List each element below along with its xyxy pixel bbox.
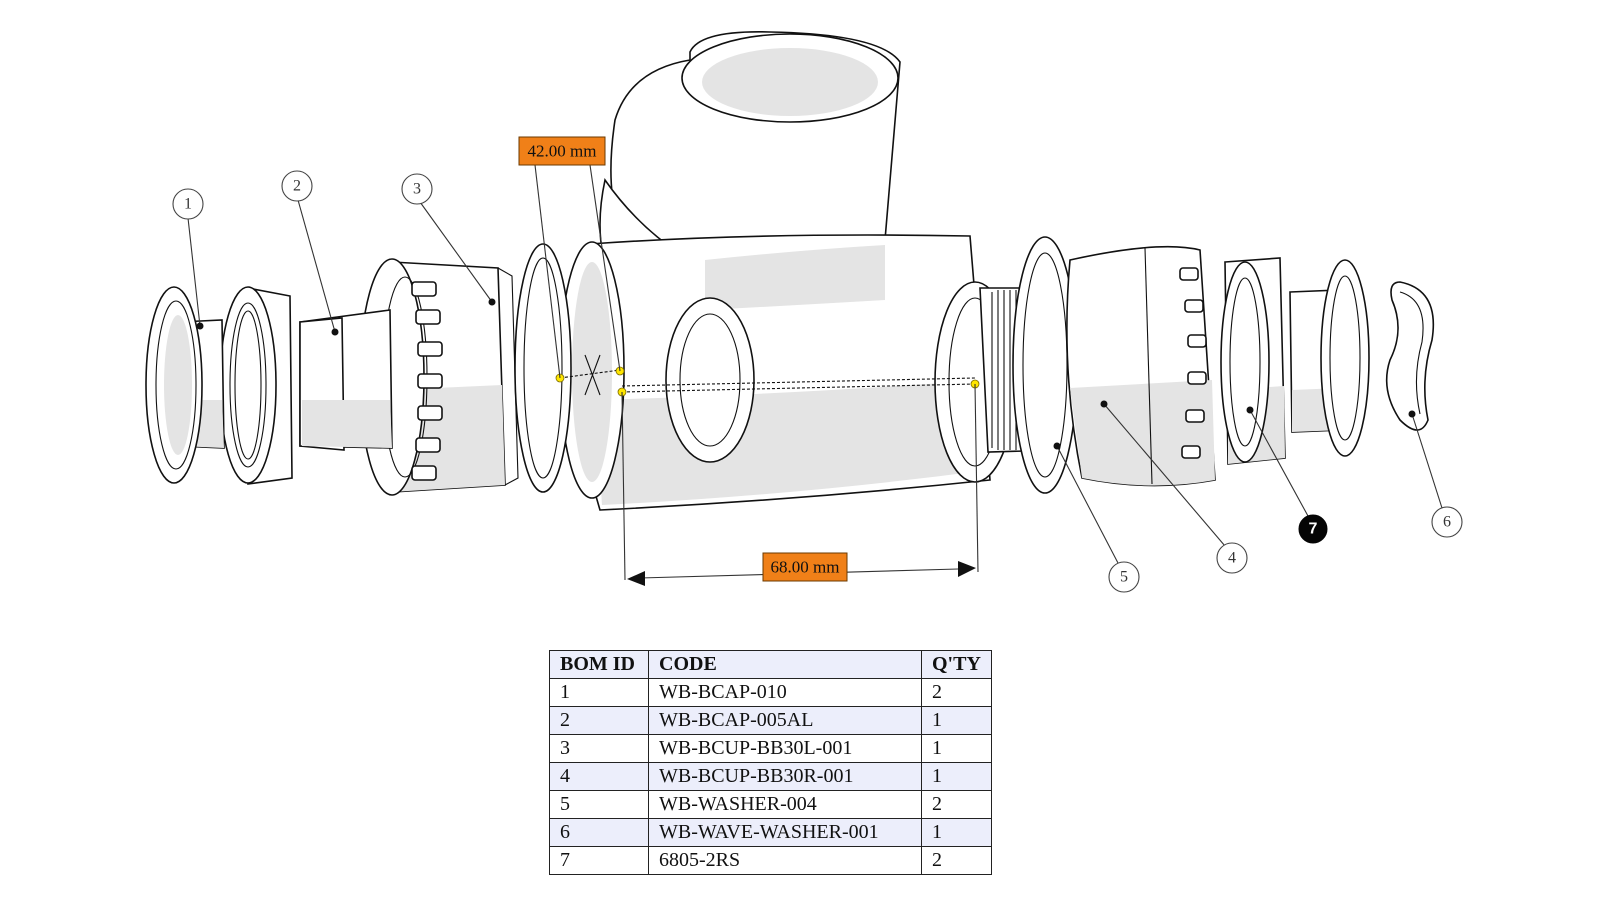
cap-right: [1289, 259, 1370, 457]
bom-cell-qty: 2: [921, 678, 992, 707]
balloon-7[interactable]: 7: [1246, 406, 1328, 544]
bom-cell-qty: 1: [921, 818, 992, 847]
bom-header-row: BOM ID CODE Q'TY: [549, 650, 992, 679]
bom-cell-qty: 1: [921, 762, 992, 791]
bom-cell-id: 5: [549, 790, 649, 819]
bottom-bracket-shell: [559, 31, 1016, 511]
bom-cell-id: 3: [549, 734, 649, 763]
table-row[interactable]: 5 WB-WASHER-004 2: [549, 790, 992, 819]
svg-text:2: 2: [293, 178, 301, 195]
bom-header-code: CODE: [648, 650, 922, 679]
bom-cell-id: 6: [549, 818, 649, 847]
dimension-vertical-offset: 42.00 mm: [518, 136, 621, 379]
bom-table: BOM ID CODE Q'TY 1 WB-BCAP-010 2 2 WB-BC…: [549, 650, 992, 875]
part-7-bearing: [1220, 257, 1286, 465]
svg-text:1: 1: [184, 196, 192, 213]
exploded-assembly-drawing: 42.00 mm 68.00 mm 1 2 3 4 5: [145, 31, 1463, 593]
balloon-1[interactable]: 1: [172, 188, 204, 330]
bom-cell-id: 1: [549, 678, 649, 707]
bom-cell-qty: 1: [921, 734, 992, 763]
bom-cell-code: WB-BCUP-BB30R-001: [648, 762, 922, 791]
bom-cell-id: 2: [549, 706, 649, 735]
svg-text:7: 7: [1309, 521, 1318, 538]
dimension-value: 68.00 mm: [771, 558, 840, 577]
svg-text:6: 6: [1443, 514, 1451, 531]
svg-text:3: 3: [413, 181, 421, 198]
dimension-label-box: [762, 552, 848, 582]
balloon-4[interactable]: 4: [1100, 400, 1248, 574]
svg-text:5: 5: [1120, 569, 1128, 586]
bom-cell-qty: 1: [921, 706, 992, 735]
part-4-right-cup: [1066, 245, 1216, 487]
part-1-cap: [145, 286, 225, 484]
bom-cell-code: WB-BCAP-005AL: [648, 706, 922, 735]
bom-header-id: BOM ID: [549, 650, 649, 679]
part-2-cap: [299, 309, 393, 451]
dimension-label-box: [518, 136, 606, 166]
bom-cell-code: WB-BCAP-010: [648, 678, 922, 707]
bom-cell-id: 7: [549, 846, 649, 875]
table-row[interactable]: 6 WB-WAVE-WASHER-001 1: [549, 818, 992, 847]
bom-cell-code: WB-WASHER-004: [648, 790, 922, 819]
bearing-left: [219, 286, 293, 485]
table-row[interactable]: 2 WB-BCAP-005AL 1: [549, 706, 992, 735]
bom-cell-qty: 2: [921, 846, 992, 875]
balloon-2[interactable]: 2: [281, 170, 339, 336]
bom-cell-code: 6805-2RS: [648, 846, 922, 875]
dimension-horizontal-length: 68.00 mm: [621, 383, 979, 586]
bom-cell-qty: 2: [921, 790, 992, 819]
part-6-wave-washer: [1385, 281, 1435, 431]
table-row[interactable]: 1 WB-BCAP-010 2: [549, 678, 992, 707]
washer-left: [514, 243, 572, 493]
bom-header-qty: Q'TY: [921, 650, 992, 679]
svg-text:4: 4: [1228, 550, 1236, 567]
table-row[interactable]: 3 WB-BCUP-BB30L-001 1: [549, 734, 992, 763]
table-row[interactable]: 7 6805-2RS 2: [549, 846, 992, 875]
table-row[interactable]: 4 WB-BCUP-BB30R-001 1: [549, 762, 992, 791]
balloon-6[interactable]: 6: [1408, 410, 1463, 538]
balloon-5[interactable]: 5: [1053, 442, 1140, 593]
bom-cell-code: WB-WAVE-WASHER-001: [648, 818, 922, 847]
dimension-value: 42.00 mm: [528, 142, 597, 161]
bom-cell-id: 4: [549, 762, 649, 791]
bom-cell-code: WB-BCUP-BB30L-001: [648, 734, 922, 763]
balloon-3[interactable]: 3: [401, 173, 496, 306]
